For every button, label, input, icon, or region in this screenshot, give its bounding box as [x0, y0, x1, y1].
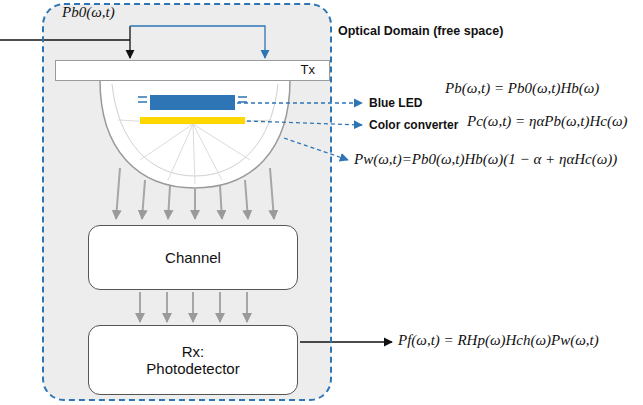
- light-ray: [270, 168, 274, 219]
- light-ray: [142, 180, 145, 219]
- blue-led-chip: [150, 95, 235, 110]
- leader-line: [284, 138, 348, 160]
- box-label: Rx: Photodetector: [146, 343, 239, 378]
- tx-box: Tx: [55, 60, 330, 81]
- light-ray: [166, 292, 168, 322]
- lens-ray: [193, 124, 250, 160]
- input-wire: [0, 39, 130, 40]
- connector-layer: [193, 292, 194, 322]
- led-terminal: [138, 97, 247, 102]
- equation: Pb(ω,t) = Pb0(ω,t)Hb(ω): [445, 80, 599, 97]
- light-ray: [168, 186, 170, 219]
- box-label: Channel: [165, 249, 221, 266]
- light-ray: [194, 189, 196, 219]
- domain-boundary: Pb0(ω,t) TxChannelRx: Photodetector: [42, 3, 332, 401]
- input-wire: [129, 26, 130, 58]
- domain-title: Optical Domain (free space): [338, 24, 503, 38]
- rx-box: Rx: Photodetector: [88, 325, 298, 395]
- lens-inner-line: [112, 84, 278, 176]
- domain-ground: [43, 4, 331, 400]
- output-arrow: [300, 341, 392, 342]
- box-label: Tx: [301, 63, 315, 78]
- light-ray: [245, 180, 248, 219]
- color-converter-layer: [140, 117, 245, 124]
- led-lens: [100, 80, 290, 188]
- lens-ray: [193, 124, 195, 184]
- light-ray: [220, 186, 222, 219]
- lens-ray: [168, 124, 193, 180]
- equation: Pc(ω,t) = ηαPb(ω,t)Hc(ω): [467, 113, 628, 130]
- light-ray: [139, 292, 141, 322]
- light-ray: [116, 168, 120, 219]
- part-name: Blue LED: [369, 96, 422, 110]
- light-ray-connector: [192, 292, 194, 322]
- light-ray: [219, 292, 221, 322]
- leader-line: [237, 102, 362, 103]
- equation: Pw(ω,t)=Pb0(ω,t)Hb(ω)(1 − α + ηαHc(ω)): [354, 151, 617, 168]
- signal-label: Pb0(ω,t): [62, 4, 115, 21]
- input-wire: [130, 26, 265, 58]
- part-name: Color converter: [369, 118, 458, 132]
- lens-ray: [193, 124, 222, 180]
- channel-box: Channel: [88, 225, 298, 290]
- light-ray: [246, 292, 248, 322]
- lens-rays: [118, 120, 272, 184]
- equation: Pf(ω,t) = RHp(ω)Hch(ω)Pw(ω,t): [398, 332, 599, 349]
- leader-line: [247, 121, 362, 125]
